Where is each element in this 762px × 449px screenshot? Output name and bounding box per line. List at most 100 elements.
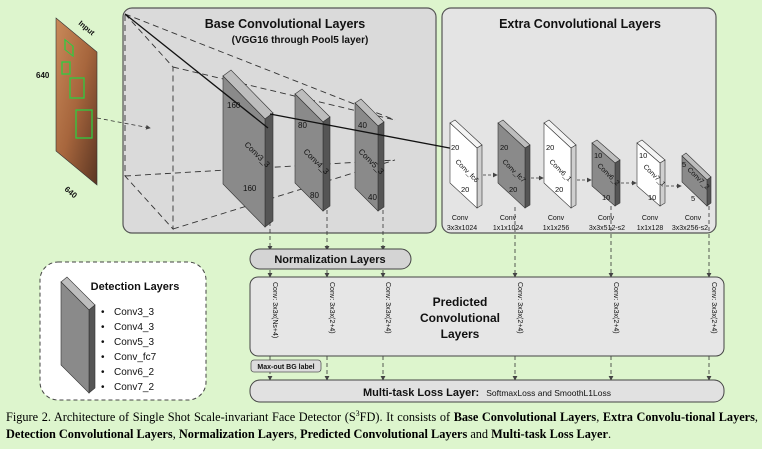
layer-conv7-1: [636, 139, 666, 207]
predicted-conv-4: Conv: 3x3x(2+4): [516, 282, 523, 334]
detection-bullet: •: [101, 307, 105, 318]
layer-conv6-1: [543, 119, 577, 209]
caption-prefix: Figure 2. Architecture of Single Shot Sc…: [6, 410, 356, 424]
detection-legend-list: • Conv3_3 • Conv4_3 • Conv5_3 • Conv_fc7…: [101, 307, 157, 393]
caption-normalization-layers: Normalization Layers: [178, 427, 294, 441]
predicted-conv-5: Conv: 3x3x(2+4): [612, 282, 619, 334]
vertical-flow-arrows: [267, 206, 712, 381]
layer-conv6-2: [591, 139, 621, 207]
detection-item: Conv3_3: [114, 307, 154, 318]
conv-fc6-spec-b: 3x3x1024: [447, 225, 477, 232]
detection-bullet: •: [101, 352, 105, 363]
detection-item: Conv7_2: [114, 382, 154, 393]
conv5-3-bottom-size: 40: [368, 193, 377, 202]
conv5-3-top-size: 40: [358, 121, 367, 130]
detection-item: Conv6_2: [114, 367, 154, 378]
detection-bullet: •: [101, 337, 105, 348]
conv4-3-bottom-size: 80: [310, 191, 319, 200]
conv7-1-bottom-size: 10: [648, 193, 656, 202]
predicted-box: [249, 276, 725, 357]
caption-loss-layer: Multi-task Loss Layer: [491, 427, 608, 441]
conv6-2-spec-b: 3x3x512-s2: [589, 225, 625, 232]
conv6-1-top-size: 20: [546, 143, 554, 152]
caption-extra-layers: Extra Convolu-tional Layers: [602, 410, 755, 424]
conv3-3-top-size: 160: [227, 101, 241, 110]
predicted-label-line1: Predicted: [433, 295, 488, 309]
input-size-h: 640: [36, 71, 50, 80]
extra-layer-flow: [483, 172, 682, 189]
caption-base-layers: Base Convolutional Layers: [453, 410, 597, 424]
normalization-box: [249, 248, 412, 270]
conv7-1-spec-b: 1x1x128: [637, 225, 664, 232]
extra-group-box: [441, 7, 717, 234]
flow-lines: [124, 13, 461, 151]
caption-after-sup: FD). It consists of: [359, 410, 454, 424]
caption-sep: ,: [596, 410, 603, 424]
base-group-title: Base Convolutional Layers: [205, 17, 366, 31]
conv-fc7-spec-b: 1x1x1024: [493, 225, 523, 232]
caption-detection-layers: Detection Convolutional Layers: [6, 427, 173, 441]
conv7-2-spec-b: 3x3x256-s2: [672, 225, 708, 232]
layer-conv-fc6: [449, 119, 483, 209]
conv6-1-spec-b: 1x1x256: [543, 225, 570, 232]
predicted-conv-6: Conv: 3x3x(2+4): [710, 282, 717, 334]
conv-fc7-bottom-size: 20: [509, 185, 517, 194]
detection-legend-swatch: [60, 276, 96, 394]
predicted-conv-2: Conv: 3x3x(2+4): [328, 282, 335, 334]
caption-sup: 3: [355, 408, 360, 418]
conv-fc7-spec-a: Conv: [500, 215, 517, 222]
layer-conv3-3: [222, 69, 274, 228]
detection-bullet: •: [101, 382, 105, 393]
predicted-label-line2: Convolutional: [420, 311, 500, 325]
normalization-label: Normalization Layers: [274, 254, 385, 266]
caption-sep: ,: [293, 427, 301, 441]
layer-conv7-2: [681, 152, 712, 207]
layer-conv5-3: [354, 98, 385, 212]
caption-sep: ,: [754, 410, 758, 424]
input-size-w: 640: [63, 185, 79, 201]
predicted-label-line3: Layers: [441, 327, 480, 341]
caption-sep: ,: [172, 427, 179, 441]
extra-group-title: Extra Convolutional Layers: [499, 17, 661, 31]
conv6-2-top-size: 10: [594, 151, 602, 160]
loss-detail: SoftmaxLoss and SmoothL1Loss: [486, 388, 611, 398]
caption-predicted-layers: Predicted Convolutional Layers: [300, 427, 468, 441]
detection-item: Conv_fc7: [114, 352, 157, 363]
loss-text: Multi-task Loss Layer: SoftmaxLoss and S…: [363, 387, 611, 399]
maxout-label: Max-out BG label: [257, 364, 314, 371]
input-to-frustum-arrow: [96, 117, 151, 130]
conv3-3-bottom-size: 160: [243, 184, 257, 193]
conv6-2-spec-a: Conv: [598, 215, 615, 222]
detection-legend-title: Detection Layers: [91, 281, 180, 293]
caption-sep: and: [467, 427, 492, 441]
conv-fc6-bottom-size: 20: [461, 185, 469, 194]
layer-conv-fc7: [497, 119, 531, 209]
conv7-2-spec-a: Conv: [685, 215, 702, 222]
conv-fc6-top-size: 20: [451, 143, 459, 152]
conv7-2-top-size: 5: [682, 160, 686, 169]
detection-bullet: •: [101, 322, 105, 333]
input-label: Input: [77, 19, 97, 38]
predicted-conv-1: Conv: 3x3x(Ns+4): [271, 282, 278, 338]
conv7-1-top-size: 10: [639, 151, 647, 160]
conv6-2-bottom-size: 10: [602, 193, 610, 202]
loss-box: [249, 379, 725, 403]
conv7-1-spec-a: Conv: [642, 215, 659, 222]
maxout-box: [250, 359, 322, 373]
conv7-2-bottom-size: 5: [691, 194, 695, 203]
detection-item: Conv4_3: [114, 322, 154, 333]
conv6-1-spec-a: Conv: [548, 215, 565, 222]
input-image: [55, 17, 98, 186]
caption-end: .: [607, 427, 612, 441]
conv-fc6-spec-a: Conv: [452, 215, 469, 222]
detection-item: Conv5_3: [114, 337, 154, 348]
loss-label: Multi-task Loss Layer:: [363, 387, 479, 399]
figure-caption: Figure 2. Architecture of Single Shot Sc…: [6, 409, 758, 443]
base-group-subtitle: (VGG16 through Pool5 layer): [232, 35, 369, 46]
conv4-3-top-size: 80: [298, 121, 307, 130]
conv-fc7-top-size: 20: [500, 143, 508, 152]
predicted-conv-3: Conv: 3x3x(2+4): [384, 282, 391, 334]
conv6-1-bottom-size: 20: [555, 185, 563, 194]
detection-bullet: •: [101, 367, 105, 378]
